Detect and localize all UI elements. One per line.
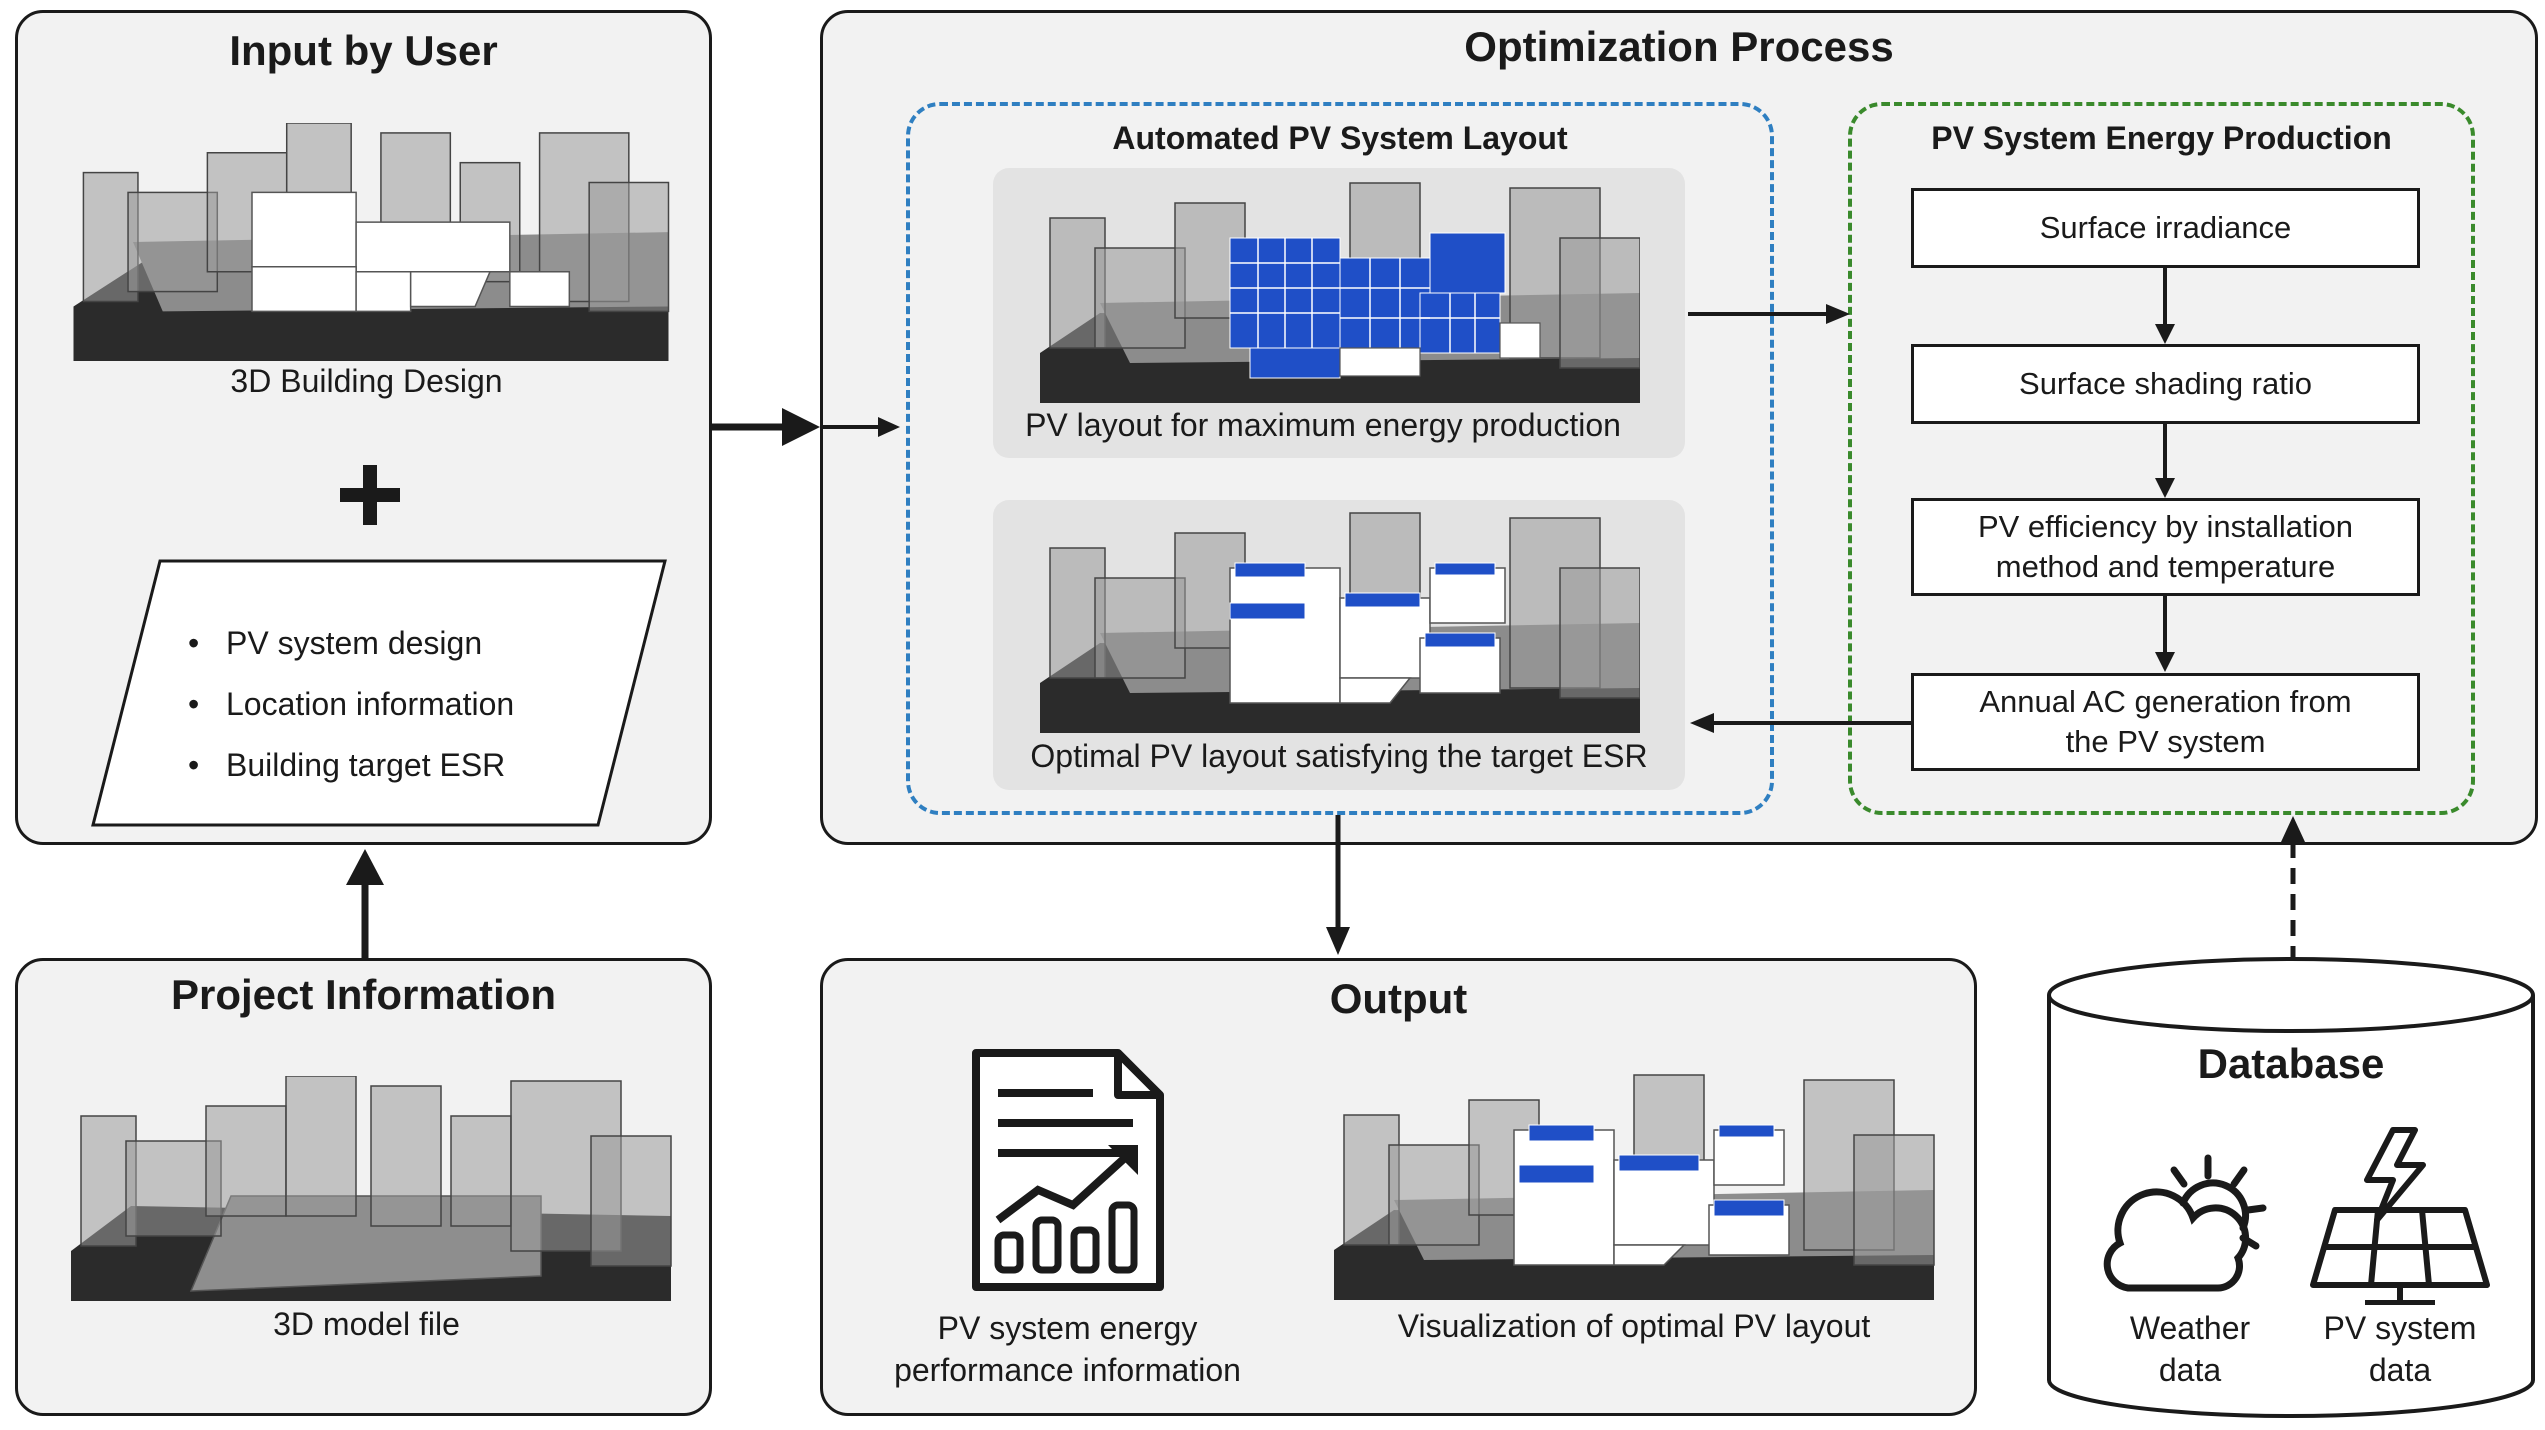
- optimization-panel-title: Optimization Process: [1464, 23, 1894, 70]
- weather-data-label: Weather data: [2129, 1310, 2251, 1388]
- report-caption: PV system energy performance information: [894, 1310, 1241, 1388]
- project-information-panel: Project Information 3D model file: [15, 958, 712, 1416]
- arrow-input-to-optimization: [712, 408, 820, 446]
- arrow-project-to-input: [346, 849, 384, 958]
- step-pv-efficiency: PV efficiency by installation method and…: [1911, 498, 2420, 596]
- visualization-caption: Visualization of optimal PV layout: [1397, 1308, 1871, 1344]
- user-input-list: PV system design Location information Bu…: [188, 613, 514, 796]
- step-surface-irradiance: Surface irradiance: [1911, 188, 2420, 268]
- list-item: PV system design: [188, 613, 514, 674]
- optimal-layout-visualization: [1334, 1074, 1935, 1300]
- energy-production-group: PV System Energy Production: [1848, 102, 2475, 815]
- project-panel-title: Project Information: [170, 971, 557, 1018]
- step-annual-ac-generation: Annual AC generation from the PV system: [1911, 673, 2420, 771]
- solar-panel-icon: [2310, 1127, 2490, 1305]
- layout-group-title: Automated PV System Layout: [1112, 120, 1568, 156]
- max-energy-layout-render: [1040, 182, 1640, 403]
- step-surface-shading-ratio: Surface shading ratio: [1911, 344, 2420, 424]
- database-title: Database: [2197, 1040, 2385, 1087]
- pv-system-data-label: PV system data: [2323, 1310, 2477, 1388]
- report-icon: [972, 1049, 1164, 1291]
- arrow-database-to-energy: [2281, 816, 2305, 962]
- input-panel-title: Input by User: [229, 27, 498, 74]
- energy-group-title: PV System Energy Production: [1931, 120, 2392, 156]
- plus-icon: [340, 465, 400, 525]
- automated-layout-group: Automated PV System Layout: [906, 102, 1774, 815]
- arrow-optimization-to-output: [1326, 815, 1350, 955]
- building-design-render: [73, 123, 670, 361]
- list-item: Location information: [188, 674, 514, 735]
- list-item: Building target ESR: [188, 735, 514, 796]
- optimal-layout-caption: Optimal PV layout satisfying the target …: [1030, 738, 1648, 774]
- input-by-user-panel: Input by User 3D Building Design: [15, 10, 712, 845]
- project-caption: 3D model file: [273, 1306, 460, 1342]
- output-panel-title: Output: [1329, 975, 1468, 1022]
- building-design-caption: 3D Building Design: [230, 363, 503, 399]
- database-cylinder: [2047, 957, 2535, 1418]
- flow-arrows: [2155, 268, 2175, 672]
- arrow-energy-to-layout: [1690, 713, 1913, 733]
- arrow-layout-to-energy: [1688, 304, 1850, 324]
- project-model-render: [71, 1076, 672, 1301]
- arrow-into-layout-group: [820, 417, 900, 437]
- weather-icon: [2103, 1154, 2267, 1292]
- max-energy-layout-caption: PV layout for maximum energy production: [1025, 407, 1621, 443]
- optimal-layout-render: [1040, 512, 1640, 733]
